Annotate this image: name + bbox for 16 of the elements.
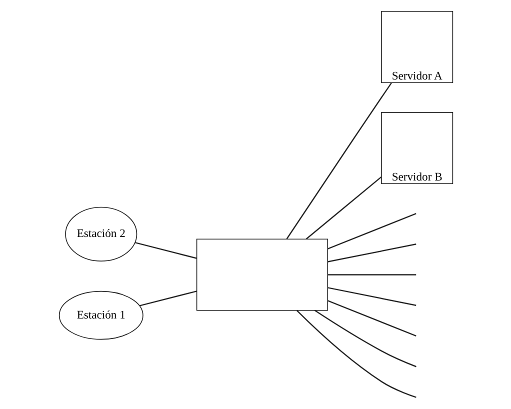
connector [305,176,382,240]
connector [327,287,416,306]
connector [286,82,392,240]
node-box: Servidor B [380,112,453,184]
node-box [196,238,328,311]
connector [327,274,416,276]
node-ellipse: Estación 1 [58,290,143,340]
connector [134,242,196,259]
connector [327,212,416,250]
connector [314,310,416,368]
node-box: Servidor A [380,10,453,84]
connector [139,290,196,306]
connector [296,310,416,398]
connector [327,300,416,337]
connector [327,244,416,262]
node-ellipse: Estación 2 [64,206,137,262]
